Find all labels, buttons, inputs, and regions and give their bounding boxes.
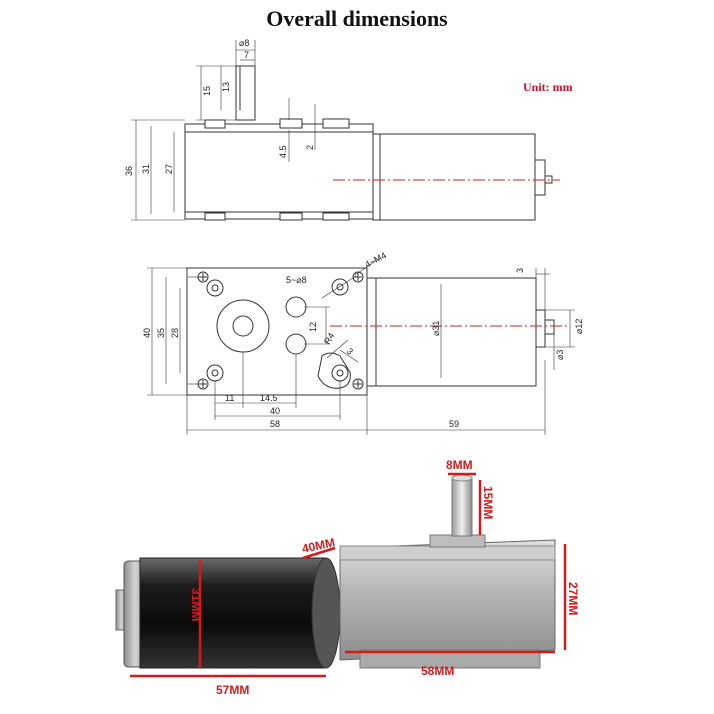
photo-shaft-len-label: 15MM (481, 486, 495, 519)
side-shaft-flat-len-label: 13 (221, 82, 231, 92)
dim-11-label: 11 (225, 393, 234, 403)
motor-photo (115, 474, 556, 669)
plan-height-inner-label: 28 (170, 328, 180, 338)
corner-holes-label: 4~M4 (363, 250, 388, 270)
offset-12-label: 12 (308, 322, 318, 332)
photo-dimension-lines (130, 472, 567, 678)
photo-dimension-labels: 8MM 15MM 40MM 27MM 31MM 57MM 58MM (189, 458, 580, 697)
page-title: Overall dimensions (266, 6, 448, 31)
r-small-label: 3 (345, 346, 355, 357)
output-shaft (451, 477, 473, 537)
rear-len-label: 3 (515, 268, 525, 273)
dim-14-5-label: 14.5 (260, 393, 278, 403)
photo-motor-dia-label: 31MM (189, 588, 203, 621)
side-shaft-flat-label: 7 (244, 50, 249, 60)
photo-gear-len-label: 58MM (421, 664, 454, 678)
unit-label: Unit: mm (523, 80, 573, 94)
photo-motor-len-label: 57MM (216, 683, 249, 697)
dim-58-label: 58 (270, 419, 280, 429)
holes-label: 5~⌀8 (286, 275, 307, 285)
side-view (131, 40, 560, 221)
plan-output-boss (216, 299, 270, 353)
motor-dia-label: ⌀31 (431, 321, 441, 336)
dim-40-label: 40 (270, 406, 280, 416)
side-height-inner-label: 27 (164, 164, 174, 174)
motor-body (139, 557, 325, 669)
plan-height-outer-label: 40 (142, 328, 152, 338)
photo-gear-width-label: 40MM (301, 535, 337, 556)
side-shaft-len-label: 15 (202, 86, 212, 96)
side-shaft-dia-label: ⌀8 (239, 38, 249, 48)
side-offset-label: 4.5 (278, 145, 288, 158)
plan-view (147, 257, 575, 435)
side-height-total-label: 36 (124, 166, 134, 176)
rear-dia-label: ⌀12 (574, 319, 584, 334)
photo-shaft-dia-label: 8MM (446, 458, 473, 472)
side-shaft (235, 65, 256, 121)
plan-height-holes-label: 35 (156, 328, 166, 338)
plan-motor (366, 277, 537, 387)
photo-gear-height-label: 27MM (566, 582, 580, 615)
side-gearbox (184, 123, 374, 220)
dim-59-label: 59 (449, 419, 459, 429)
side-height-mid-label: 31 (141, 164, 151, 174)
rear-shaft-label: ⌀3 (555, 350, 565, 360)
r4-label: R4 (322, 331, 336, 346)
side-view-labels: ⌀8 7 15 13 36 31 27 4.5 2 (124, 38, 315, 176)
side-motor (372, 133, 536, 221)
side-step-label: 2 (305, 145, 315, 150)
